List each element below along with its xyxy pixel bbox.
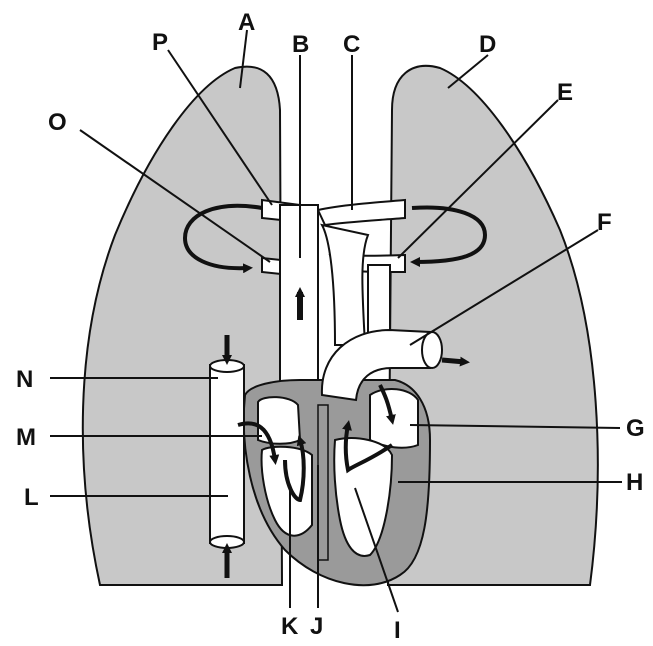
vena-cava: [210, 365, 244, 543]
label-A: A: [238, 9, 255, 36]
label-C: C: [343, 31, 360, 58]
label-L: L: [24, 484, 39, 511]
label-N: N: [16, 366, 33, 393]
label-H: H: [626, 469, 643, 496]
vena-cava-bottom: [210, 536, 244, 548]
label-M: M: [16, 424, 36, 451]
label-O: O: [48, 109, 67, 136]
label-F: F: [597, 209, 612, 236]
label-G: G: [626, 415, 645, 442]
vena-cava-top: [210, 360, 244, 372]
right-descending-vessel-outer: [322, 225, 368, 345]
right-atrium: [258, 397, 300, 444]
label-I: I: [394, 617, 401, 644]
septum: [318, 405, 328, 560]
label-E: E: [557, 79, 573, 106]
label-K: K: [281, 613, 299, 640]
label-P: P: [152, 29, 168, 56]
left-atrium: [370, 389, 418, 448]
label-J: J: [310, 613, 323, 640]
left-lung: [83, 67, 282, 585]
leader-D: [448, 55, 488, 88]
flow-arrow-aorta-out: [442, 360, 465, 362]
aorta-opening: [422, 332, 442, 368]
label-B: B: [292, 31, 309, 58]
label-D: D: [479, 31, 496, 58]
